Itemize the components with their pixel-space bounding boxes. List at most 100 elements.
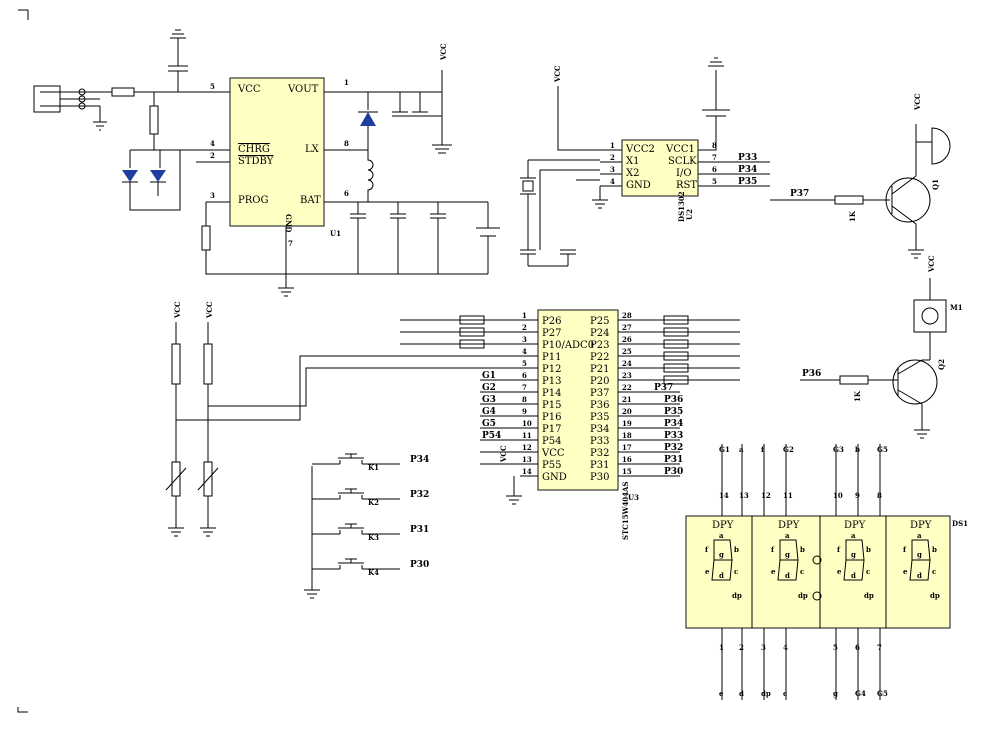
u2-pin-sclk: SCLK xyxy=(668,156,697,167)
u1-num-stdby: 2 xyxy=(210,151,215,160)
display-pin-net: c xyxy=(783,689,787,698)
led-d2-d3 xyxy=(122,150,181,211)
mcu-pin-number: 8 xyxy=(522,395,527,404)
mcu-pin-number: 13 xyxy=(522,455,532,464)
motor-ref: M1 xyxy=(950,303,963,312)
mcu-net-p33: P33 xyxy=(664,431,683,441)
display-pin-number: 1 xyxy=(719,643,724,652)
mcu-net-p31: P31 xyxy=(664,455,683,465)
segment-e: e xyxy=(705,567,710,576)
vcc-label-q1: VCC xyxy=(913,93,922,111)
mcu-pin-number: 12 xyxy=(522,443,532,452)
display-ref: DS1 xyxy=(952,519,968,528)
u2-num-1: 1 xyxy=(610,141,615,150)
button-net: P34 xyxy=(410,455,429,465)
vcc-label-mcu: VCC xyxy=(499,445,508,463)
segment-f: f xyxy=(903,545,907,554)
resistor-r2 xyxy=(130,92,230,151)
display-pin-number: 9 xyxy=(855,491,860,500)
u1-pin-lx: LX xyxy=(305,144,320,155)
u1-num-chrg: 4 xyxy=(210,139,215,148)
mcu-pin-number: 24 xyxy=(622,359,632,368)
segment-b: b xyxy=(800,545,805,554)
mcu-pin-number: 19 xyxy=(622,419,632,428)
u1-num-vout: 1 xyxy=(344,78,349,87)
rtc-net-p33: P33 xyxy=(738,153,757,163)
display-pin-number: 10 xyxy=(833,491,843,500)
mcu-pin-name: P10/ADC0 xyxy=(542,340,594,351)
mcu-pin-number: 3 xyxy=(522,335,527,344)
mcu-pin-name: P20 xyxy=(590,376,609,387)
mcu-pin-number: 14 xyxy=(522,467,532,476)
mcu-pin-number: 4 xyxy=(522,347,527,356)
motor-m1: VCC M1 xyxy=(913,255,963,360)
segment-g: g xyxy=(851,550,856,559)
u1-pin-bat: BAT xyxy=(300,195,321,206)
mcu-pin-name: P33 xyxy=(590,436,609,447)
mcu-pin-name: P24 xyxy=(590,328,609,339)
button-net: P30 xyxy=(410,560,429,570)
mcu-net-p54: P54 xyxy=(482,431,501,441)
segment-f: f xyxy=(705,545,709,554)
segment-d: d xyxy=(785,571,790,580)
mcu-pin-number: 17 xyxy=(622,443,632,452)
transistor-q1: P37 1K VCC Q1 xyxy=(770,93,951,259)
u1-wiring xyxy=(180,70,488,297)
mcu-pin-name: P12 xyxy=(542,364,561,375)
u2-num-8: 8 xyxy=(712,141,717,150)
mcu-net-p35: P35 xyxy=(664,407,683,417)
caps-c7-c3-c5-c6 xyxy=(350,202,446,274)
vcc-label-rtc: VCC xyxy=(553,65,562,83)
transistor-q2: P36 1K Q2 xyxy=(800,359,946,439)
u1-num-prog: 3 xyxy=(210,191,215,200)
q1-res-value: 1K xyxy=(848,210,857,222)
mcu-pin-number: 18 xyxy=(622,431,632,440)
mcu-pin-name: P37 xyxy=(590,388,609,399)
mcu-pin-name: P14 xyxy=(542,388,561,399)
mcu-pin-number: 10 xyxy=(522,419,532,428)
mcu-pin-name: P35 xyxy=(590,412,609,423)
display-pin-net: b xyxy=(855,445,860,454)
mcu-net-g3: G3 xyxy=(482,395,496,405)
seven-segment-display-ds1: DS1 DPYabcdefgdpDPYabcdefgdpDPYabcdefgdp… xyxy=(685,444,968,700)
display-pin-number: 12 xyxy=(761,491,771,500)
mcu-net-p37: P37 xyxy=(654,383,673,393)
display-body xyxy=(685,515,951,629)
sensor-divider: VCC VCC xyxy=(165,301,520,537)
mcu-net-p34: P34 xyxy=(664,419,683,429)
segment-e: e xyxy=(837,567,842,576)
mcu-right-wiring xyxy=(636,315,740,477)
mcu-pin-name: P22 xyxy=(590,352,609,363)
mcu-net-g1: G1 xyxy=(482,371,496,381)
mcu-pin-number: 25 xyxy=(622,347,632,356)
display-pin-number: 8 xyxy=(877,491,882,500)
mcu-net-p36: P36 xyxy=(664,395,683,405)
mcu-pin-number: 21 xyxy=(622,395,632,404)
u2-num-7: 7 xyxy=(712,153,717,162)
button-net: P32 xyxy=(410,490,429,500)
segment-c: c xyxy=(866,567,870,576)
segment-d: d xyxy=(917,571,922,580)
mcu-pin-number: 27 xyxy=(622,323,632,332)
resistor-r1 xyxy=(100,87,230,97)
display-pin-number: 4 xyxy=(783,643,788,652)
u2-pin-vcc2: VCC2 xyxy=(625,144,655,155)
u1-pin-stdby: STDBY xyxy=(238,156,274,167)
capacitor-c6 xyxy=(168,29,188,92)
mcu-pin-name: P31 xyxy=(590,460,609,471)
mcu-pin-number: 9 xyxy=(522,407,527,416)
mcu-net-g4: G4 xyxy=(482,407,496,417)
mcu-pin-number: 7 xyxy=(522,383,527,392)
display-pin-number: 2 xyxy=(739,643,744,652)
mcu-pin-number: 6 xyxy=(522,371,527,380)
mcu-pin-number: 16 xyxy=(622,455,632,464)
mcu-pin-number: 11 xyxy=(522,431,532,440)
mcu-pin-number: 22 xyxy=(622,383,632,392)
battery-bt2 xyxy=(476,202,500,274)
mcu-pin-number: 5 xyxy=(522,359,527,368)
u1-pin-prog: PROG xyxy=(238,195,268,206)
display-pin-net: G1 xyxy=(719,445,730,454)
